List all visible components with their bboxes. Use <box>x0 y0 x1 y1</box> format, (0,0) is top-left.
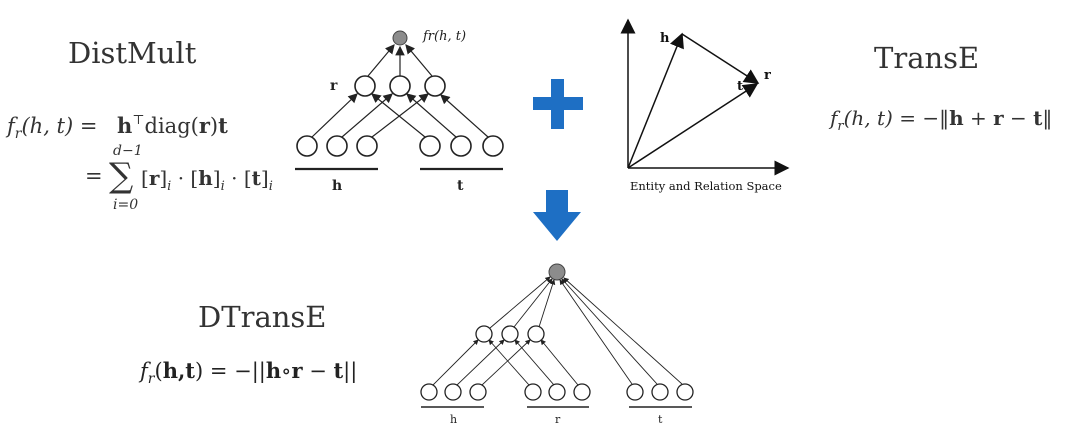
plus-icon <box>533 79 583 129</box>
dtranse-mid-node <box>475 325 493 343</box>
dtranse-t-node <box>626 383 644 401</box>
transe-formula: fr(h, t) = −‖h + r − t‖ <box>828 106 1052 134</box>
dtranse-h-node <box>469 383 487 401</box>
distmult-t-label: t <box>457 178 464 194</box>
dtranse-r-node <box>548 383 566 401</box>
distmult-r-label: r <box>330 78 338 94</box>
distmult-output-label: fr(h, t) <box>422 29 466 44</box>
distmult-h-node <box>296 135 318 157</box>
transe-title: TransE <box>874 41 980 75</box>
distmult-h-node <box>326 135 348 157</box>
vector-space-plot: h t r Entity and Relation Space <box>620 18 790 193</box>
dtranse-t-label: t <box>658 413 663 426</box>
sum-lower-limit: i=0 <box>113 197 138 213</box>
distmult-formula-line2-terms: [r]i · [h]i · [t]i <box>141 166 273 194</box>
dtranse-mid-node <box>527 325 545 343</box>
dtranse-r-node <box>524 383 542 401</box>
dtranse-t-node <box>651 383 669 401</box>
distmult-mid-node <box>389 75 411 97</box>
dtranse-r-node <box>573 383 591 401</box>
dtranse-output-node <box>548 263 566 281</box>
distmult-network: fr(h, t) r h t <box>295 29 504 194</box>
dtranse-formula: fr(h,t) = −||h∘r − t|| <box>138 358 357 387</box>
distmult-formula: fr(h, t) = h⊤diag(r)t d−1 = ∑ i=0 [r]i ·… <box>5 113 273 213</box>
dtranse-t-node <box>676 383 694 401</box>
dtranse-h-node <box>420 383 438 401</box>
dtranse-r-label: r <box>555 413 561 426</box>
distmult-mid-node <box>424 75 446 97</box>
distmult-t-node <box>450 135 472 157</box>
dtranse-network: h r t <box>420 263 694 426</box>
distmult-h-label: h <box>332 178 342 194</box>
t-vector <box>627 83 759 169</box>
dtranse-h-node <box>444 383 462 401</box>
vector-r-label: r <box>764 68 771 83</box>
svg-text:fr(h,t) = −||h∘r − t||: fr(h,t) = −||h∘r − t|| <box>138 358 357 387</box>
distmult-formula-line1-rhs: h⊤diag(r)t <box>117 113 228 138</box>
distmult-t-node <box>482 135 504 157</box>
distmult-h-node <box>356 135 378 157</box>
dtranse-h-label: h <box>450 413 457 426</box>
distmult-mid-node <box>354 75 376 97</box>
sum-sign: ∑ <box>109 156 133 196</box>
distmult-output-node <box>392 30 408 46</box>
distmult-title: DistMult <box>68 36 197 70</box>
distmult-t-node <box>419 135 441 157</box>
down-arrow-icon <box>533 190 581 241</box>
dtranse-mid-node <box>501 325 519 343</box>
sum-upper-limit: d−1 <box>113 143 143 159</box>
h-vector <box>627 32 684 169</box>
distmult-formula-line2-eq: = <box>85 164 103 188</box>
vector-t-label: t <box>737 79 743 94</box>
svg-text:fr(h, t) = −‖h + r − t‖: fr(h, t) = −‖h + r − t‖ <box>828 106 1052 134</box>
vector-space-caption: Entity and Relation Space <box>630 179 782 193</box>
distmult-formula-line1-lhs: fr(h, t) = <box>5 114 97 142</box>
dtranse-title: DTransE <box>198 300 327 334</box>
r-vector <box>681 33 760 84</box>
vector-h-label: h <box>660 31 670 46</box>
